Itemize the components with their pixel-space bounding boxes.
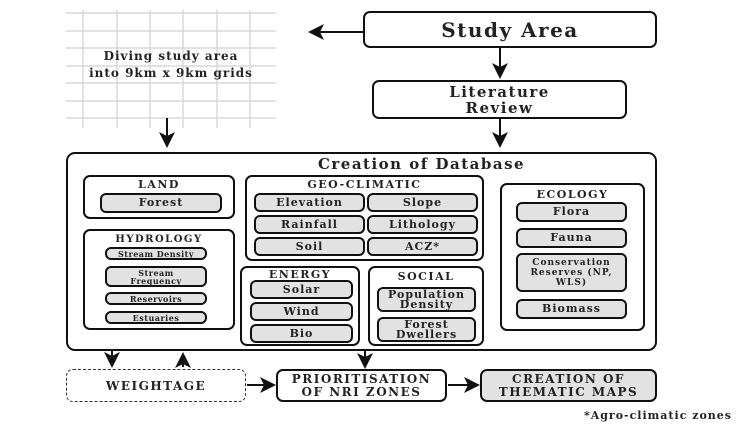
item-slope: Slope [367,193,478,212]
hydrology-group: HYDROLOGY Stream Density Stream Frequenc… [83,229,235,330]
item-reservoirs: Reservoirs [105,292,207,305]
item-estuaries: Estuaries [105,311,207,324]
item-biomass: Biomass [516,299,627,319]
energy-group: ENERGY Solar Wind Bio [240,266,360,346]
land-group: LAND Forest [83,175,235,219]
database-title: Creation of Database [317,155,526,173]
social-group: SOCIAL Population Density Forest Dweller… [368,266,484,346]
item-population-density: Population Density [377,287,476,312]
item-stream-frequency: Stream Frequency [105,266,207,287]
item-forest: Forest [100,193,222,213]
item-solar: Solar [250,280,353,299]
weightage-box: WEIGHTAGE [66,369,246,402]
item-conservation-reserves: Conservation Reserves (NP, WLS) [516,253,627,292]
grid-background [66,10,276,128]
item-flora: Flora [516,202,627,222]
item-acz: ACZ* [367,237,478,256]
item-lithology: Lithology [367,215,478,234]
item-forest-dwellers: Forest Dwellers [377,317,476,342]
item-bio: Bio [250,324,353,343]
item-wind: Wind [250,302,353,321]
item-fauna: Fauna [516,228,627,248]
item-soil: Soil [254,237,365,256]
item-stream-density: Stream Density [105,247,207,260]
grid-caption: Diving study area into 9km x 9km grids [89,49,253,80]
item-rainfall: Rainfall [254,215,365,234]
footnote: *Agro-climatic zones [583,409,732,422]
geo-climatic-group: GEO-CLIMATIC Elevation Slope Rainfall Li… [245,175,484,261]
ecology-group: ECOLOGY Flora Fauna Conservation Reserve… [500,183,645,331]
study-area-box: Study Area [363,11,657,48]
item-elevation: Elevation [254,193,365,212]
